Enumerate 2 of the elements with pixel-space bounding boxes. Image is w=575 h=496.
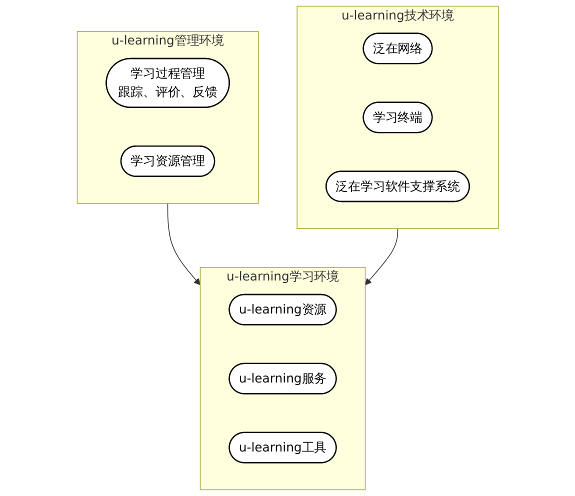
arrow: [364, 228, 398, 286]
arrow: [167, 203, 200, 286]
